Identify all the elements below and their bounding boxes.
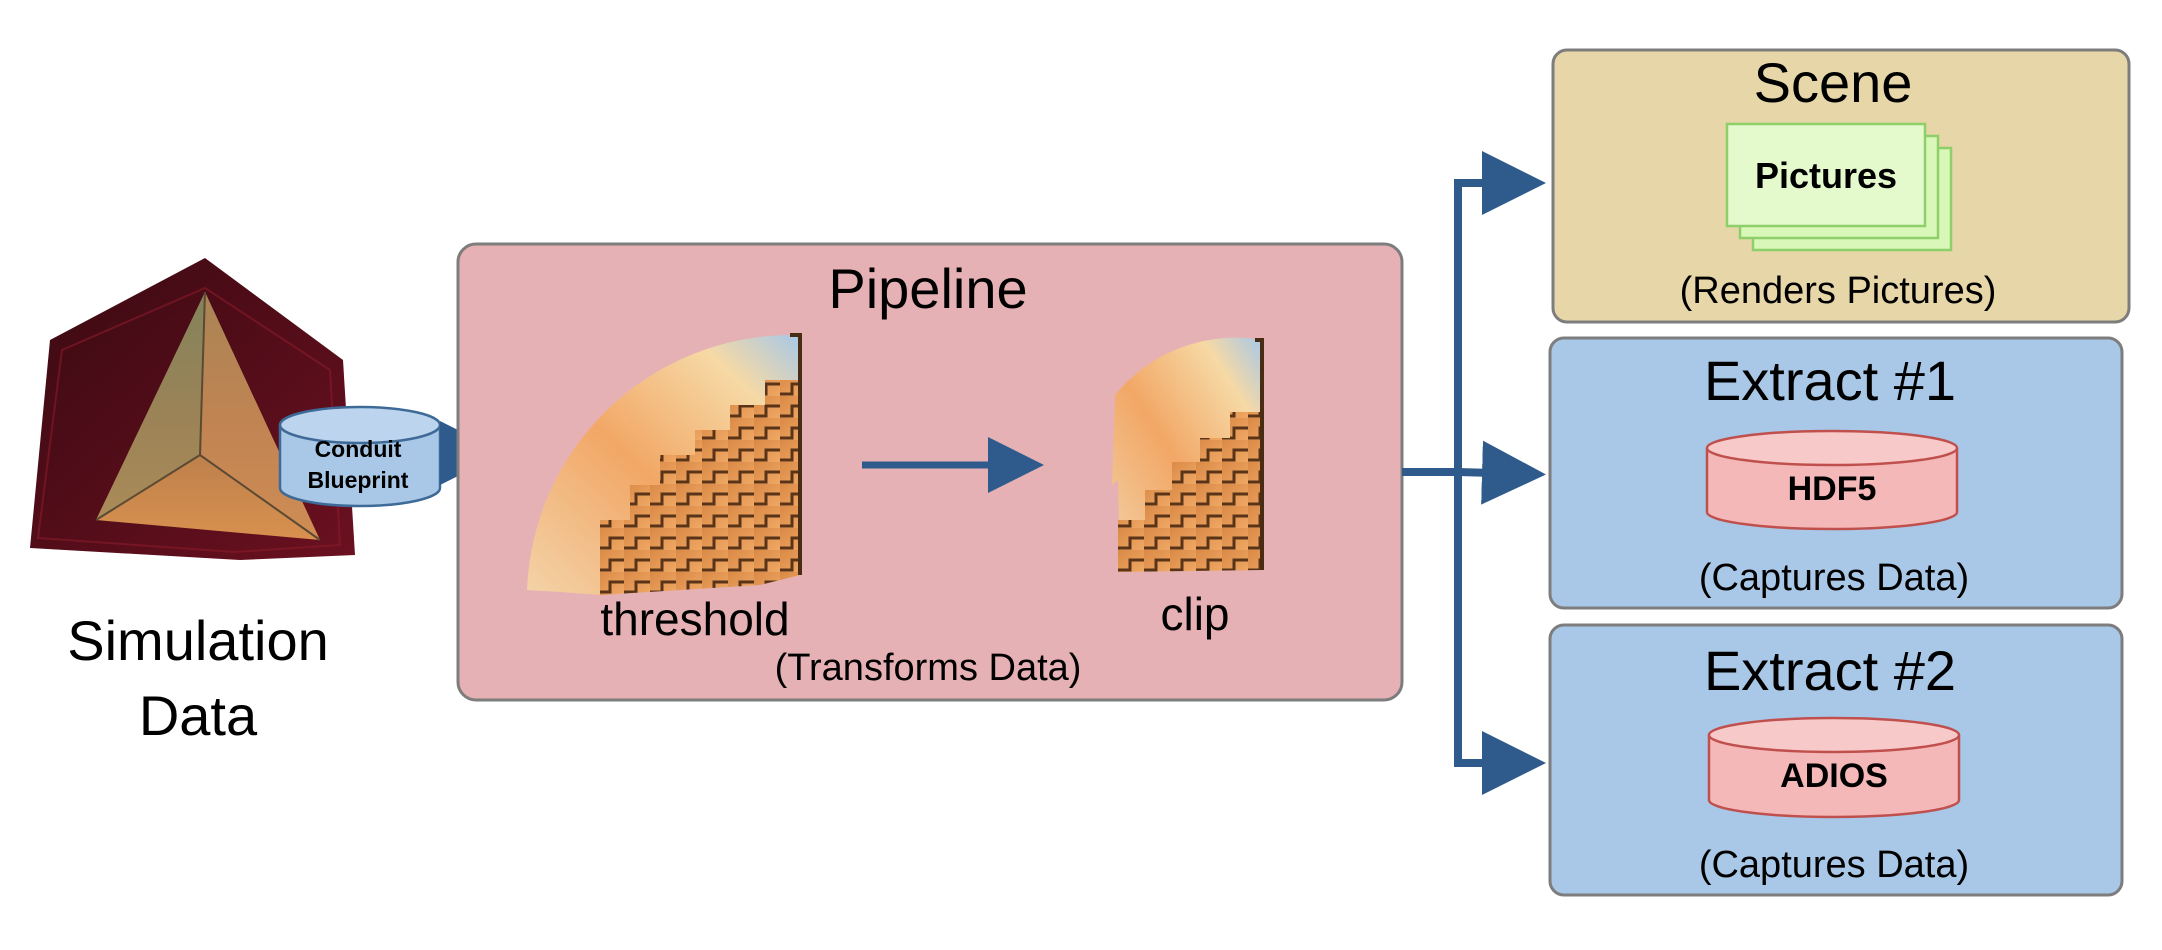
arrow-to-extract2	[1454, 472, 1546, 795]
pipeline-box: Pipeline threshold clip (Transforms Data…	[456, 242, 1404, 702]
arrow-to-scene	[1402, 151, 1546, 476]
pictures-label: Pictures	[1755, 155, 1897, 196]
hdf5-database: HDF5	[1705, 429, 1959, 531]
adios-database: ADIOS	[1707, 716, 1961, 819]
extract1-box: Extract #1 HDF5 (Captures Data)	[1548, 336, 2124, 610]
simulation-data-group: Conduit Blueprint Simulation Data	[30, 258, 442, 747]
branch-arrows	[1402, 151, 1546, 795]
scene-title: Scene	[1754, 51, 1913, 114]
data-label: Data	[139, 684, 258, 747]
hdf5-label: HDF5	[1788, 470, 1877, 508]
extract1-title: Extract #1	[1704, 349, 1956, 412]
conduit-blueprint-database: Conduit Blueprint	[278, 405, 442, 508]
extract2-caption: (Captures Data)	[1699, 844, 1969, 886]
simulation-mesh-image	[30, 258, 355, 560]
arrow-to-extract1	[1457, 440, 1546, 505]
blueprint-label: Blueprint	[308, 467, 409, 493]
clip-render-image	[1112, 337, 1264, 572]
extract2-box: Extract #2 ADIOS (Captures Data)	[1548, 623, 2124, 897]
simulation-label: Simulation	[67, 609, 328, 672]
extract1-caption: (Captures Data)	[1699, 557, 1969, 599]
scene-caption: (Renders Pictures)	[1680, 270, 1997, 312]
pipeline-caption: (Transforms Data)	[775, 647, 1082, 689]
pipeline-title: Pipeline	[828, 257, 1027, 320]
threshold-label: threshold	[600, 593, 789, 645]
conduit-label: Conduit	[315, 436, 402, 462]
threshold-render-image	[527, 333, 802, 595]
pictures-stack: Pictures	[1725, 122, 1953, 252]
clip-label: clip	[1160, 588, 1229, 640]
scene-box: Scene Pictures (Renders Pictures)	[1551, 48, 2131, 324]
extract2-title: Extract #2	[1704, 639, 1956, 702]
adios-label: ADIOS	[1780, 757, 1888, 795]
